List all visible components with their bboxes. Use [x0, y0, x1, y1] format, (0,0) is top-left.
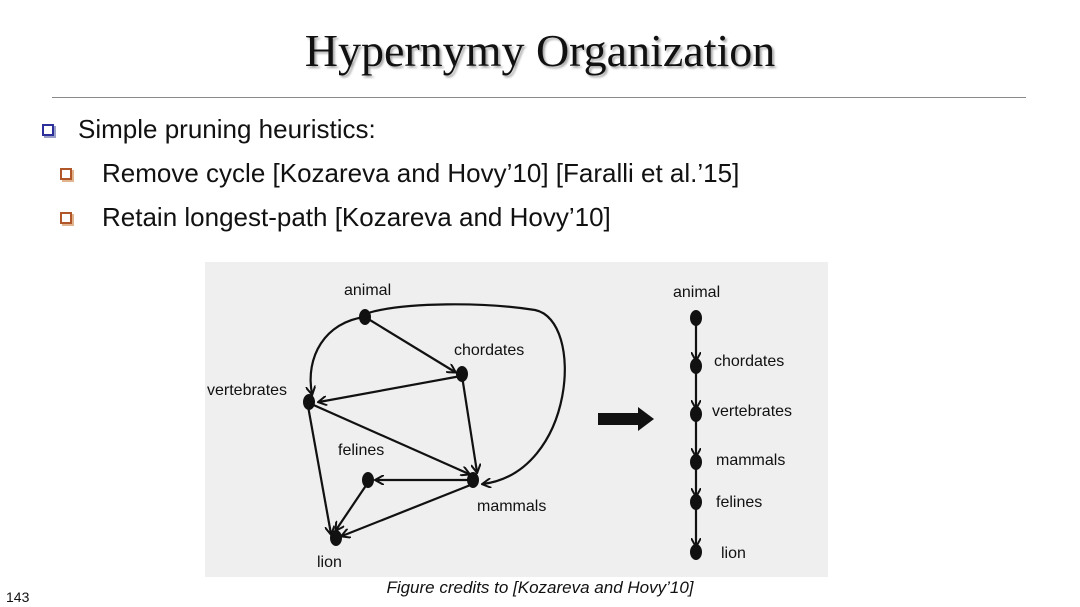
bullet-text: Retain longest-path [Kozareva and Hovy’1…	[102, 202, 611, 232]
page-number: 143	[6, 589, 30, 605]
edge-animal-chordates	[364, 316, 455, 372]
bullet-sub-2: Retain longest-path [Kozareva and Hovy’1…	[60, 202, 611, 233]
edge-vertebrates-lion	[306, 405, 331, 534]
node-chordates	[456, 366, 468, 382]
node-lion	[330, 530, 342, 546]
square-bullet-icon	[42, 123, 54, 136]
chain-label-vertebrates: vertebrates	[712, 403, 793, 420]
edge-animal-mammals	[367, 303, 566, 484]
node-label-chordates: chordates	[454, 342, 525, 359]
edge-mammals-lion	[342, 482, 474, 536]
chain-label-lion: lion	[721, 545, 746, 562]
chain-node-lion	[690, 544, 702, 560]
right-arrow-icon	[598, 407, 654, 431]
node-label-vertebrates: vertebrates	[207, 382, 288, 399]
chain-node-felines	[690, 494, 702, 510]
edge-chordates-mammals	[460, 375, 477, 472]
left-graph-nodes	[303, 309, 479, 546]
chain-node-animal	[690, 310, 702, 326]
slide-title: Hypernymy Organization	[304, 25, 776, 76]
node-label-animal: animal	[344, 282, 392, 299]
node-felines	[362, 472, 374, 488]
chain-label-felines: felines	[716, 494, 763, 511]
bullet-main: Simple pruning heuristics:	[42, 114, 376, 145]
node-label-mammals: mammals	[477, 498, 547, 515]
right-chain-nodes	[690, 310, 702, 560]
node-animal	[359, 309, 371, 325]
bullet-sub-1: Remove cycle [Kozareva and Hovy’10] [Far…	[60, 158, 739, 189]
node-label-lion: lion	[317, 554, 342, 571]
node-mammals	[467, 472, 479, 488]
edge-chordates-vertebrates	[319, 374, 462, 402]
square-bullet-icon	[60, 167, 72, 180]
figure-caption: Figure credits to [Kozareva and Hovy’10]	[386, 578, 694, 597]
bullet-text: Simple pruning heuristics:	[78, 114, 376, 144]
node-vertebrates	[303, 394, 315, 410]
pruning-figure: animal chordates vertebrates felines mam…	[205, 262, 828, 577]
chain-label-animal: animal	[673, 284, 721, 301]
edge-vertebrates-mammals	[308, 401, 469, 474]
figure-graphics	[303, 303, 702, 560]
chain-node-mammals	[690, 454, 702, 470]
node-label-felines: felines	[338, 442, 385, 459]
chain-node-chordates	[690, 358, 702, 374]
edge-animal-vertebrates	[311, 315, 366, 394]
bullet-text: Remove cycle [Kozareva and Hovy’10] [Far…	[102, 158, 740, 188]
title-divider	[52, 97, 1026, 98]
edge-felines-lion	[336, 483, 368, 530]
left-graph-edges	[306, 303, 566, 536]
square-bullet-icon	[60, 211, 72, 224]
chain-label-mammals: mammals	[716, 452, 786, 469]
chain-node-vertebrates	[690, 406, 702, 422]
chain-label-chordates: chordates	[714, 353, 785, 370]
